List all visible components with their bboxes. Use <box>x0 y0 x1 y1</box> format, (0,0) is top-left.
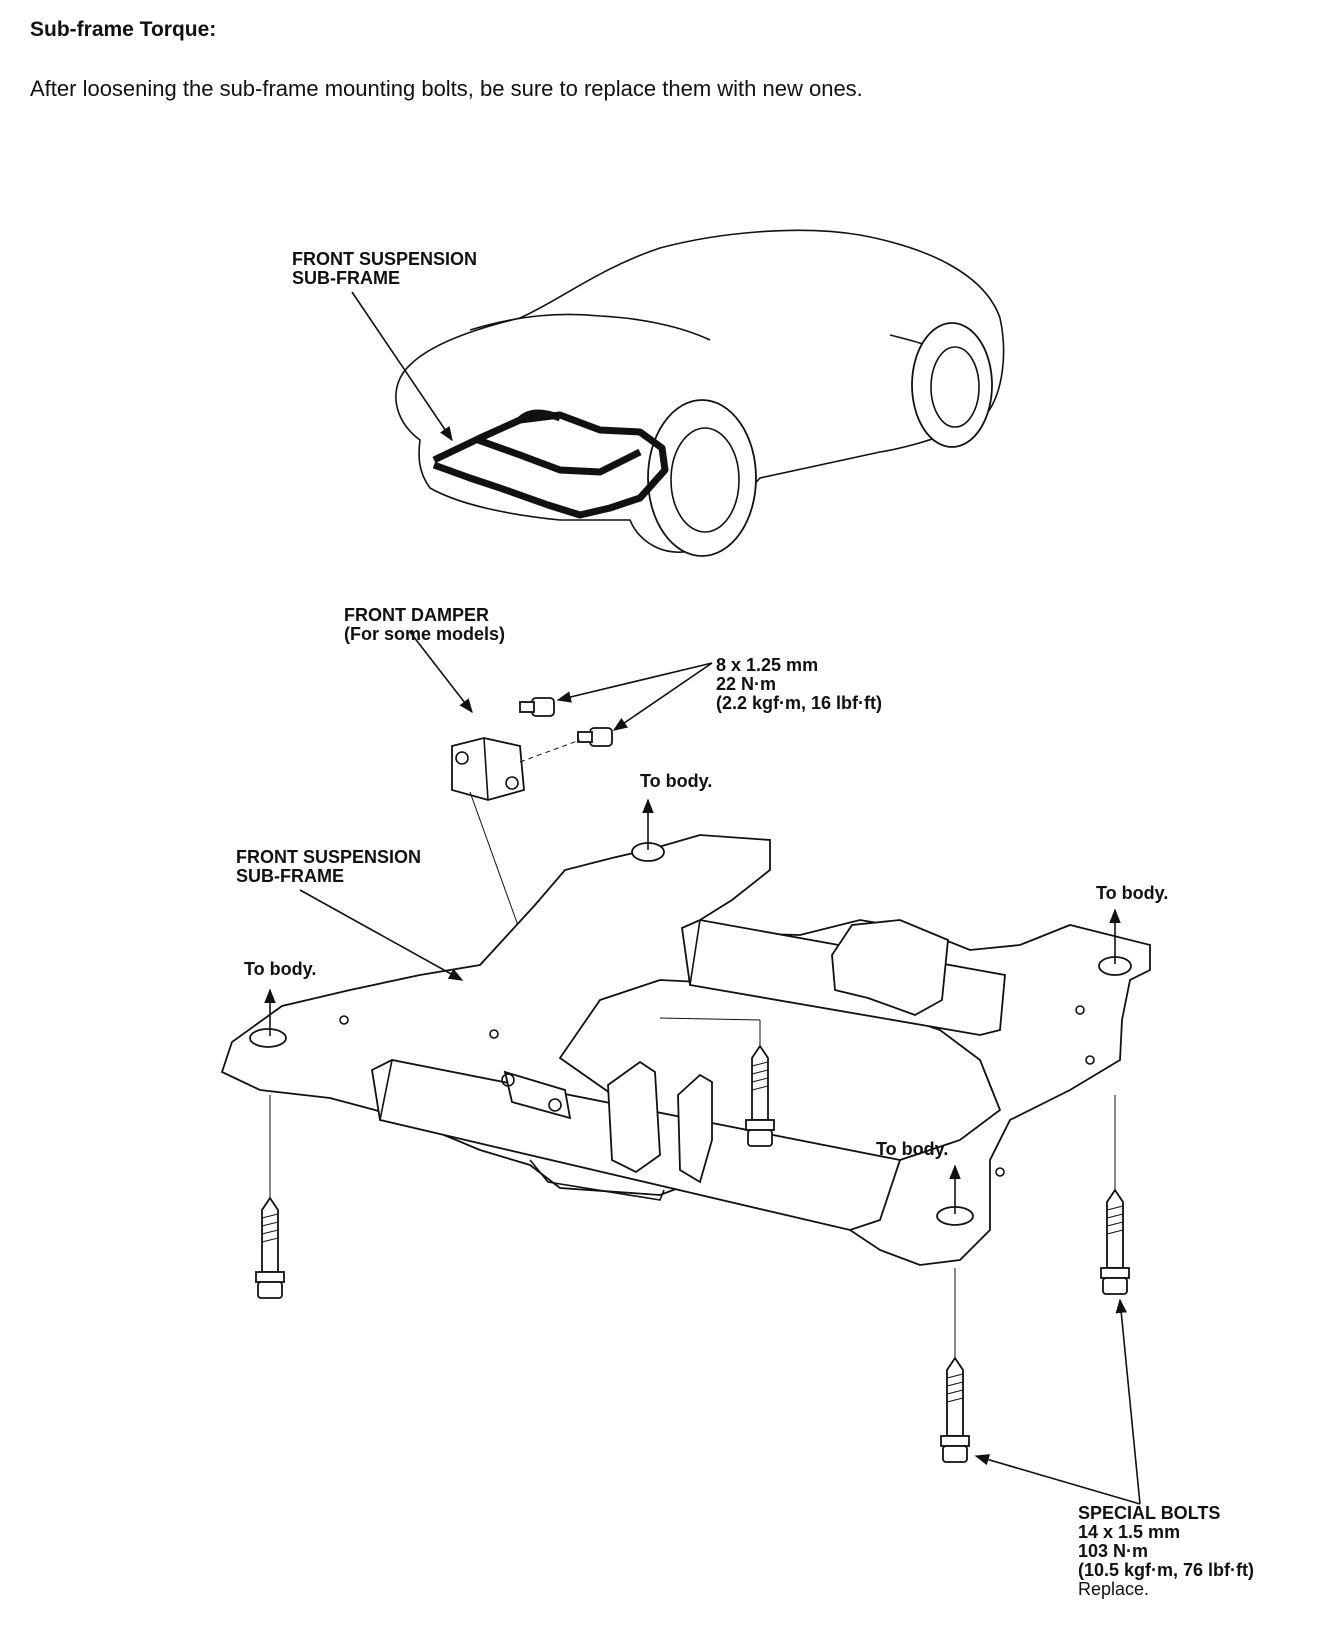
damper-bolt-1 <box>519 697 555 717</box>
bolt-spec-leader-1 <box>556 662 713 703</box>
bolt-spec-leader-2 <box>612 662 713 731</box>
label-car-subframe: FRONT SUSPENSION SUB-FRAME <box>292 249 478 288</box>
special-bolt-2 <box>940 1356 970 1463</box>
damper-leader <box>409 631 473 714</box>
intro-text: After loosening the sub-frame mounting b… <box>30 76 863 101</box>
label-to-body-4: To body. <box>876 1139 949 1159</box>
subframe-body <box>220 834 1151 1266</box>
damper-bolt-path <box>519 739 581 763</box>
label-to-body-1: To body. <box>244 959 317 979</box>
special-bolt-3 <box>1100 1188 1130 1295</box>
label-damper-bolt-spec: 8 x 1.25 mm 22 N·m (2.2 kgf·m, 16 lbf·ft… <box>716 655 883 713</box>
special-bolts-leader-1 <box>974 1454 1141 1505</box>
label-to-body-2: To body. <box>640 771 713 791</box>
page-heading: Sub-frame Torque: <box>30 18 217 41</box>
special-bolt-1 <box>255 1196 285 1299</box>
label-to-body-3: To body. <box>1096 883 1169 903</box>
label-front-damper: FRONT DAMPER (For some models) <box>344 605 506 644</box>
subframe-leader <box>299 889 464 981</box>
label-subframe: FRONT SUSPENSION SUB-FRAME <box>236 847 422 886</box>
front-damper-bracket <box>451 737 525 801</box>
bolt-guide-4 <box>659 1017 761 1021</box>
car-subframe-leader <box>351 291 453 442</box>
special-bolts-leader-2 <box>1115 1298 1141 1505</box>
special-bolt-4 <box>745 1044 775 1147</box>
car-outline <box>395 229 1005 557</box>
damper-bolt-2 <box>577 727 613 747</box>
label-special-bolts: SPECIAL BOLTS 14 x 1.5 mm 103 N·m (10.5 … <box>1078 1503 1255 1599</box>
